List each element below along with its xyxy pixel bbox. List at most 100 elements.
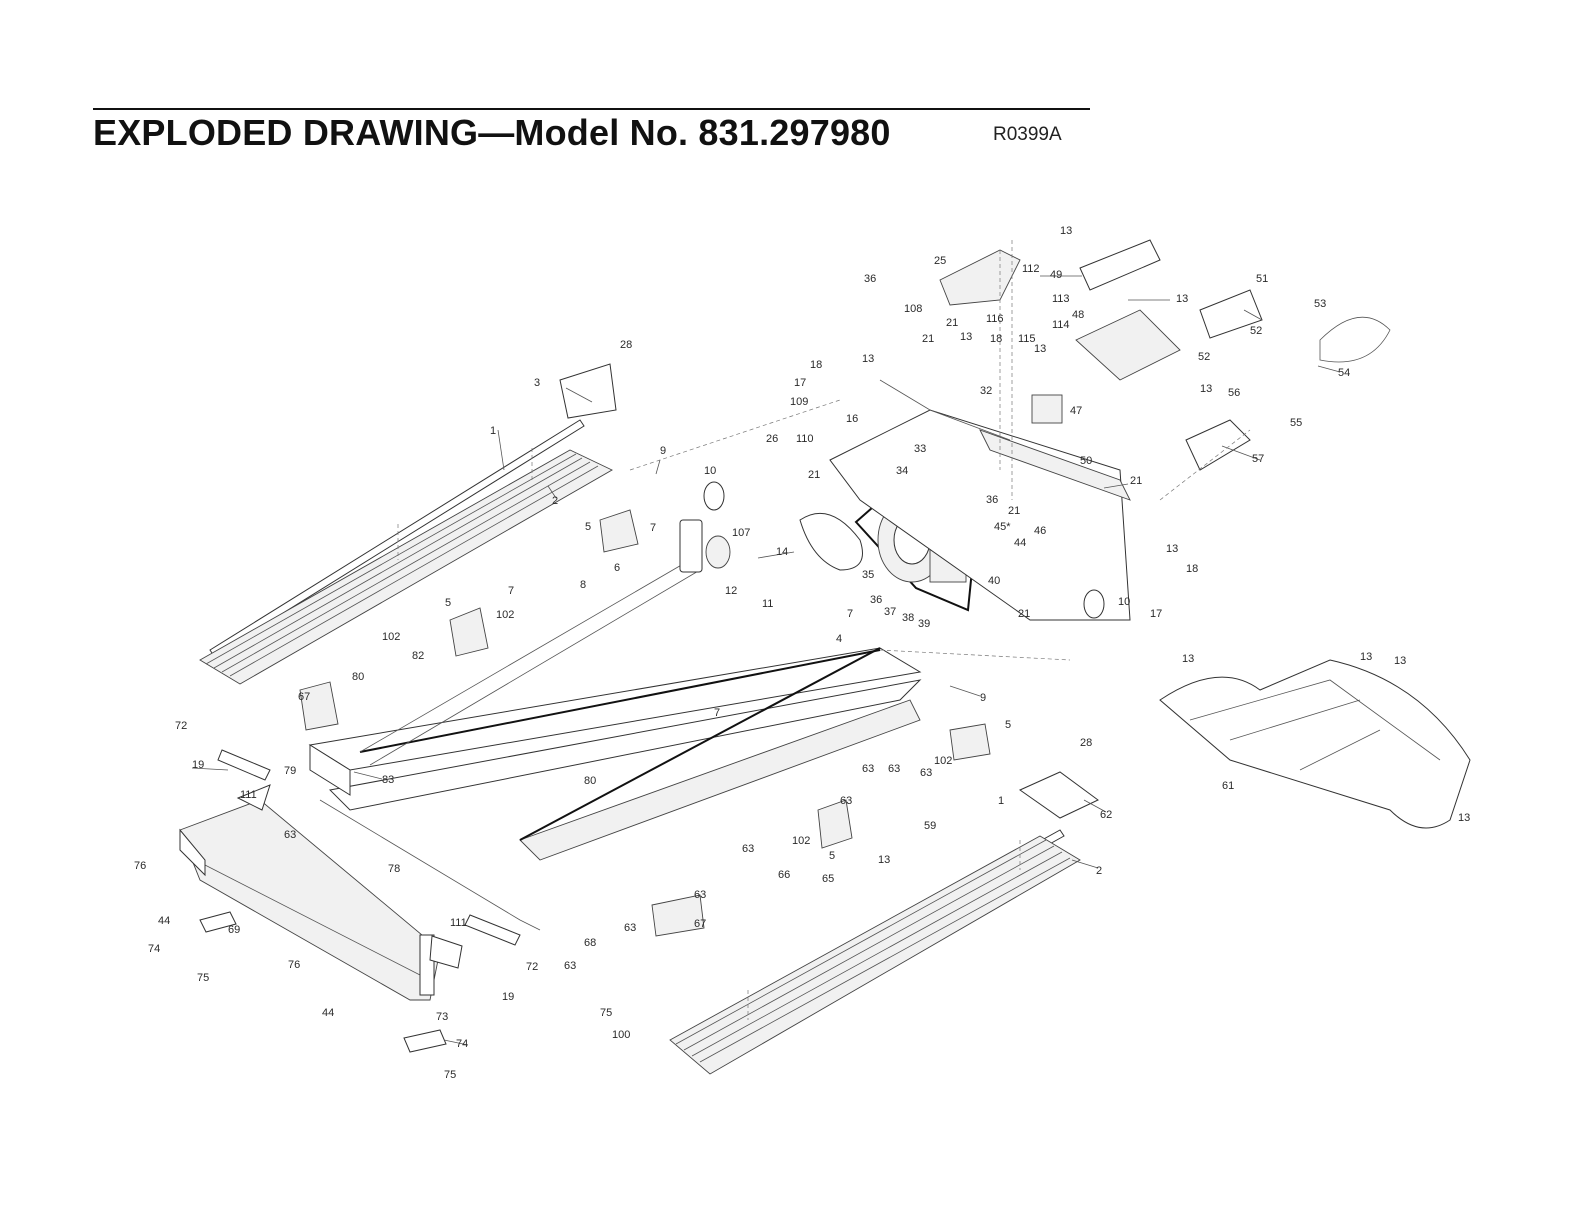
part-label: 112 bbox=[1022, 263, 1040, 275]
part-label: 16 bbox=[846, 413, 858, 425]
part-label: 59 bbox=[924, 820, 936, 832]
part-label: 53 bbox=[1314, 298, 1326, 310]
part-label: 63 bbox=[624, 922, 636, 934]
part-label: 13 bbox=[1034, 343, 1046, 355]
part-label: 7 bbox=[508, 585, 514, 597]
part-label: 38 bbox=[902, 612, 914, 624]
part-label: 78 bbox=[388, 863, 400, 875]
part-label: 11 bbox=[762, 598, 773, 610]
part-label: 44 bbox=[322, 1007, 334, 1019]
part-label: 63 bbox=[284, 829, 296, 841]
part-label: 102 bbox=[382, 631, 400, 643]
part-label: 76 bbox=[134, 860, 146, 872]
part-label: 50 bbox=[1080, 455, 1092, 467]
part-label: 63 bbox=[564, 960, 576, 972]
front-roller bbox=[679, 481, 731, 573]
part-label: 73 bbox=[436, 1011, 448, 1023]
part-label: 13 bbox=[1166, 543, 1178, 555]
part-label: 100 bbox=[612, 1029, 630, 1041]
part-label: 65 bbox=[822, 873, 834, 885]
part-label: 13 bbox=[1182, 653, 1194, 665]
part-label: 21 bbox=[922, 333, 934, 345]
part-label: 10 bbox=[704, 465, 716, 477]
part-label: 44 bbox=[1014, 537, 1026, 549]
part-label: 36 bbox=[870, 594, 882, 606]
part-label: 63 bbox=[742, 843, 754, 855]
part-label: 36 bbox=[986, 494, 998, 506]
part-label: 1 bbox=[998, 795, 1004, 807]
motor-hood bbox=[1159, 659, 1471, 829]
part-label: 36 bbox=[864, 273, 876, 285]
part-label: 114 bbox=[1052, 319, 1070, 331]
part-label: 48 bbox=[1072, 309, 1084, 321]
part-label: 9 bbox=[660, 445, 666, 457]
part-label: 2 bbox=[1096, 865, 1102, 877]
part-label: 13 bbox=[1060, 225, 1072, 237]
part-label: 21 bbox=[1018, 608, 1030, 620]
part-label: 28 bbox=[620, 339, 632, 351]
part-label: 57 bbox=[1252, 453, 1264, 465]
part-label: 28 bbox=[1080, 737, 1092, 749]
left-side-rail bbox=[199, 419, 613, 685]
part-label: 7 bbox=[714, 707, 720, 719]
part-label: 32 bbox=[980, 385, 992, 397]
part-label: 72 bbox=[526, 961, 538, 973]
part-label: 14 bbox=[776, 546, 788, 558]
part-label: 79 bbox=[284, 765, 296, 777]
part-label: 7 bbox=[650, 522, 656, 534]
part-label: 116 bbox=[986, 313, 1004, 325]
part-label: 102 bbox=[496, 609, 514, 621]
part-label: 63 bbox=[920, 767, 932, 779]
part-label: 51 bbox=[1256, 273, 1268, 285]
part-label: 108 bbox=[904, 303, 922, 315]
header-rule bbox=[93, 108, 1090, 110]
part-labels: 1 1 2 2 3 4 5 5 5 5 6 7 7 7 7 8 9 9 10 1… bbox=[134, 225, 1470, 1081]
part-label: 68 bbox=[584, 937, 596, 949]
part-label: 82 bbox=[412, 650, 424, 662]
rear-base bbox=[179, 749, 521, 1001]
part-label: 76 bbox=[288, 959, 300, 971]
part-label: 52 bbox=[1250, 325, 1262, 337]
part-label: 5 bbox=[829, 850, 835, 862]
part-label: 13 bbox=[862, 353, 874, 365]
part-label: 44 bbox=[158, 915, 170, 927]
part-label: 12 bbox=[725, 585, 737, 597]
part-label: 110 bbox=[796, 433, 814, 445]
part-label: 75 bbox=[444, 1069, 456, 1081]
part-label: 33 bbox=[914, 443, 926, 455]
part-label: 75 bbox=[197, 972, 209, 984]
leader-lines bbox=[191, 275, 1341, 1046]
part-label: 52 bbox=[1198, 351, 1210, 363]
part-label: 25 bbox=[934, 255, 946, 267]
part-label: 46 bbox=[1034, 525, 1046, 537]
part-label: 109 bbox=[790, 396, 808, 408]
part-label: 54 bbox=[1338, 367, 1350, 379]
part-label: 5 bbox=[1005, 719, 1011, 731]
part-label: 13 bbox=[1200, 383, 1212, 395]
part-label: 63 bbox=[888, 763, 900, 775]
part-label: 17 bbox=[794, 377, 806, 389]
part-label: 18 bbox=[810, 359, 822, 371]
drawing-code: R0399A bbox=[993, 124, 1062, 145]
part-label: 67 bbox=[694, 918, 706, 930]
part-label: 74 bbox=[148, 943, 160, 955]
part-label: 67 bbox=[298, 691, 310, 703]
part-label: 8 bbox=[580, 579, 586, 591]
part-label: 56 bbox=[1228, 387, 1240, 399]
part-label: 26 bbox=[766, 433, 778, 445]
part-label: 21 bbox=[1130, 475, 1142, 487]
part-label: 37 bbox=[884, 606, 896, 618]
part-label: 40 bbox=[988, 575, 1000, 587]
part-label: 35 bbox=[862, 569, 874, 581]
part-label: 19 bbox=[502, 991, 514, 1003]
part-label: 69 bbox=[228, 924, 240, 936]
part-label: 19 bbox=[192, 759, 204, 771]
part-label: 21 bbox=[946, 317, 958, 329]
part-label: 111 bbox=[240, 789, 257, 801]
part-label: 61 bbox=[1222, 780, 1234, 792]
part-label: 66 bbox=[778, 869, 790, 881]
part-label: 74 bbox=[456, 1038, 468, 1050]
part-label: 107 bbox=[732, 527, 750, 539]
part-label: 13 bbox=[960, 331, 972, 343]
